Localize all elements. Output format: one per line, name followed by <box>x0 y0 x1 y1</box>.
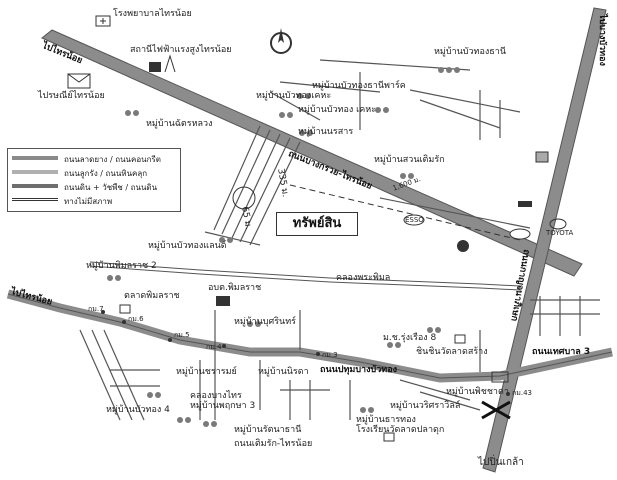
interchange-icon <box>481 400 511 420</box>
km-marker-6 <box>122 320 126 324</box>
label-market: ตลาดพิมลราช <box>124 291 180 301</box>
asset-marker <box>232 186 256 210</box>
label-buathong-kheha: หมู่บ้านบัวทองเคหะ <box>256 91 332 101</box>
legend-swatch <box>12 156 58 160</box>
label-hospital: โรงพยาบาลไทรน้อย <box>113 9 192 19</box>
shell-icon <box>535 151 549 163</box>
label-norasarn: หมู่บ้านนรสาร <box>298 127 354 137</box>
label-bursirin: หมู่บ้านบุศรินทร์ <box>234 317 296 327</box>
label-buathong-4: หมู่บ้านบัวทอง 4 <box>106 405 170 415</box>
km-marker-7 <box>101 310 105 314</box>
legend-swatch <box>12 198 58 201</box>
label-to-bangbuathong: ไปบางบัวทอง <box>597 14 607 66</box>
label-road-bangyai: ถนนปทุมบางบัวทอง <box>320 365 397 375</box>
label-km7: กม.7 <box>88 305 104 313</box>
label-km6: กม.6 <box>128 315 144 323</box>
label-buathong-thani-park: หมู่บ้านบัวทองธานีพาร์ค <box>312 81 406 91</box>
junction-marker <box>491 371 509 383</box>
legend-label: ถนนลาดยาง / ถนนคอนกรีต <box>64 155 161 164</box>
esso-icon <box>403 214 425 226</box>
tree-icons <box>107 67 460 427</box>
toyota-icon <box>549 218 567 230</box>
map-legend: ถนนลาดยาง / ถนนคอนกรีต ถนนลูกรัง / ถนนหิ… <box>7 148 181 212</box>
legend-label: ทางไม่มีสภาพ <box>64 197 113 206</box>
label-school: โรงเรียนวัดลาดปลาดุก <box>356 425 445 435</box>
label-srisaeng: หมู่บ้านพิชชาดา <box>446 387 509 397</box>
label-chattaluang: หมู่บ้านฉัตรหลวง <box>146 119 213 129</box>
label-phimonrat-2: หมู่บ้านพิมลราช 2 <box>86 261 157 271</box>
label-buathong-land: หมู่บ้านบัวทองแลนด์ <box>148 241 227 251</box>
label-thararom: หมู่บ้านธารทอง <box>356 415 416 425</box>
road-kanchanaphisek <box>482 7 607 473</box>
market-icon <box>119 304 131 314</box>
asset-label-box: ทรัพย์สิน <box>276 212 358 236</box>
power-station-icon <box>149 62 161 72</box>
label-road-ring3: ถนนเทศบาล 3 <box>532 347 591 357</box>
label-to-pakkret: ไปปิ่นเกล้า <box>478 457 524 468</box>
label-chinchin: ชินชินวัดลาดสร้าง <box>416 347 488 357</box>
label-pruksaville: หมู่บ้านวริศราวิลล์ <box>390 401 461 411</box>
label-nirvana: หมู่บ้านนิรดา <box>258 367 309 377</box>
hospital-icon <box>95 15 111 27</box>
legend-swatch <box>12 184 58 188</box>
label-esso: ESSO <box>405 216 424 224</box>
label-pruksa-buathong: หมู่บ้านบัวทอง เคหะ <box>298 105 377 115</box>
label-km3: กม.3 <box>322 351 338 359</box>
car-icon <box>518 201 532 207</box>
legend-swatch <box>12 170 58 174</box>
obt-icon <box>216 296 230 306</box>
temple-icon <box>454 334 466 344</box>
label-khlong-phimon: คลองพระพิมล <box>336 273 391 283</box>
tower-icon <box>164 54 176 73</box>
label-post-office: ไปรษณีย์ไทรน้อย <box>38 91 105 101</box>
school-icon <box>383 432 395 442</box>
esso-icon-2 <box>509 228 531 240</box>
label-km5: กม.5 <box>174 331 190 339</box>
label-sukjaroen: ม.ช.รุ่งเรือง 8 <box>383 333 437 343</box>
label-road-temrak: ถนนเติมรัก-ไทรน้อย <box>234 439 313 449</box>
legend-label: ถนนลูกรัง / ถนนหินคลุก <box>64 169 148 178</box>
label-chararom: หมู่บ้านชรารมย์ <box>176 367 237 377</box>
label-power-station: สถานีไฟฟ้าแรงสูงไทรน้อย <box>130 45 232 55</box>
label-khlong-bangphai: คลองบางไทร <box>190 391 242 401</box>
khlong-line <box>89 261 521 287</box>
label-km4: กม.4 <box>206 343 222 351</box>
label-pruksa-3: หมู่บ้านพฤกษา 3 <box>190 401 256 411</box>
legend-label: ถนนดิน + วัชพืช / ถนนดิน <box>64 183 158 192</box>
label-km43: กม.43 <box>512 389 532 397</box>
km-marker-43 <box>506 392 510 396</box>
label-buathong-thani: หมู่บ้านบัวทองธานี <box>434 47 506 57</box>
road-bangkruai-sainoi <box>41 29 583 277</box>
km-marker-4 <box>222 344 226 348</box>
label-suan-temrak: หมู่บ้านสวนเติมรัก <box>374 155 445 165</box>
label-obt: อบต.พิมลราช <box>208 283 262 293</box>
bank-icon <box>457 240 469 252</box>
label-toyota: TOYOTA <box>546 229 574 237</box>
minor-roads <box>79 59 600 421</box>
km-marker-5 <box>168 338 172 342</box>
km-marker-3 <box>316 352 320 356</box>
label-thana: หมู่บ้านรัตนาธานี <box>234 425 302 435</box>
